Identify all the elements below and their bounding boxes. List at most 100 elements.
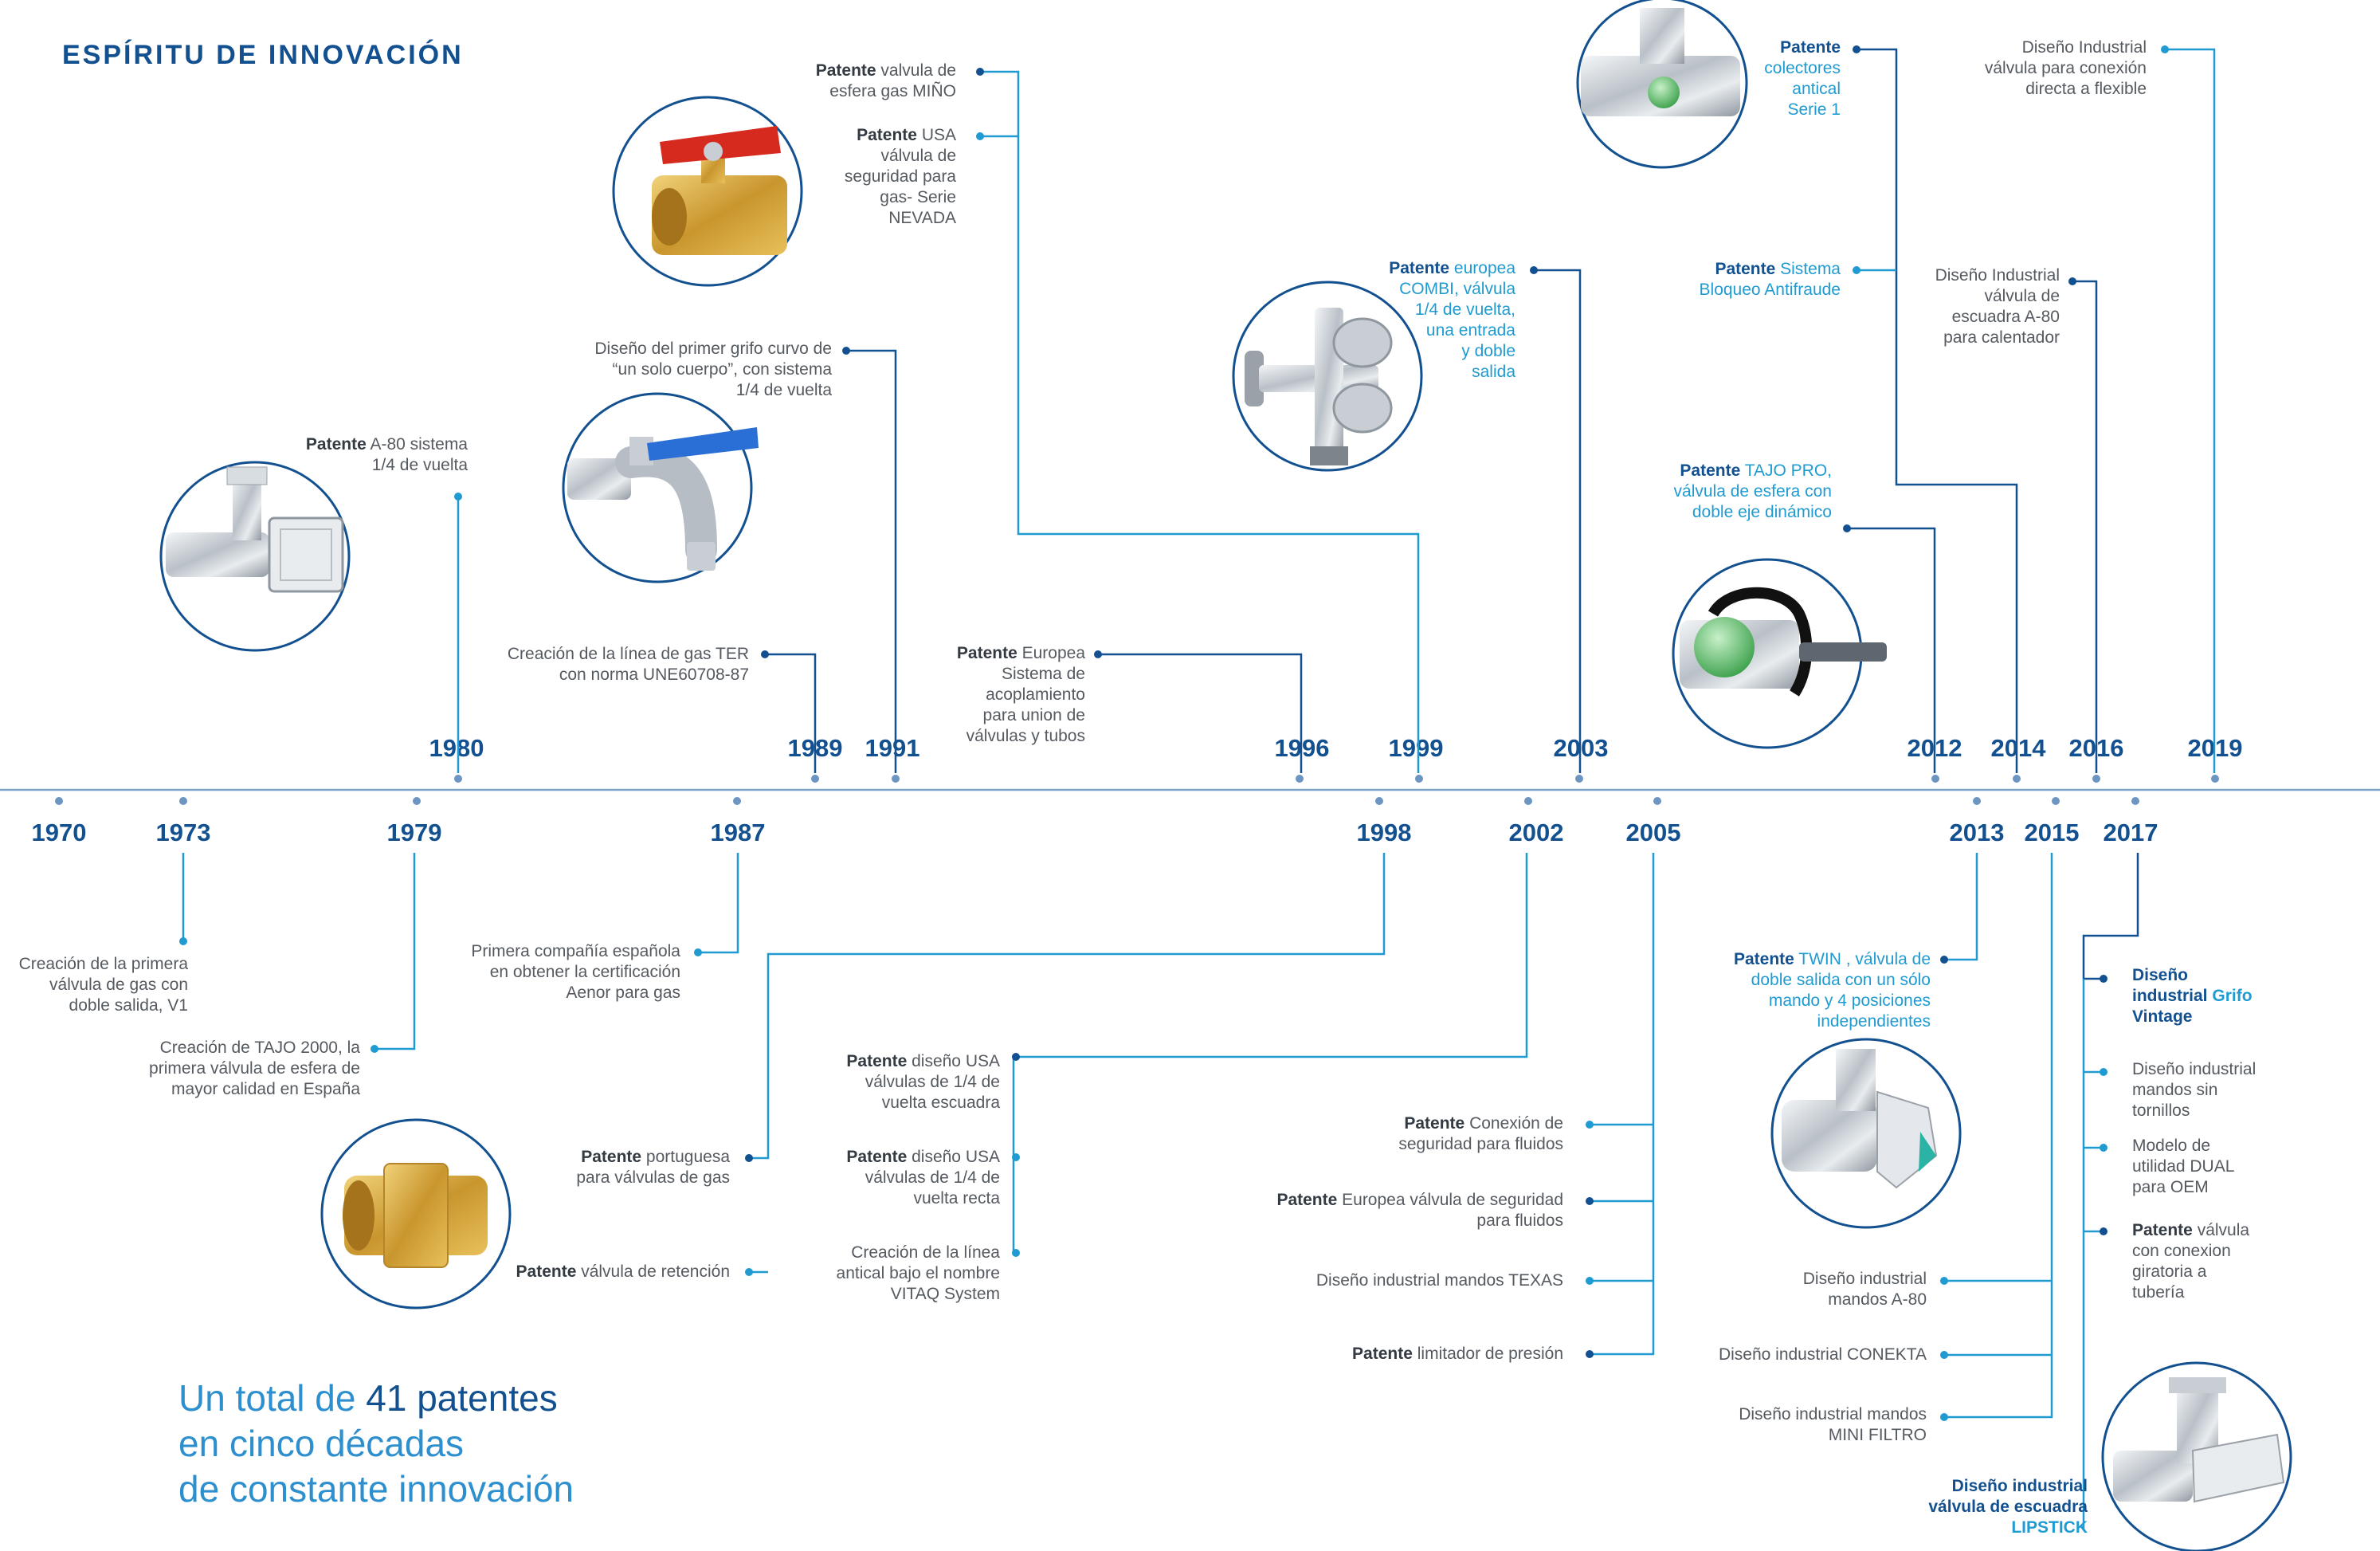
connector-1998 (749, 853, 1386, 1160)
milestone-line: Diseño industrial (1952, 1477, 2088, 1495)
connector-2003 (1534, 269, 1582, 773)
gas-ball-valve-red-lever-icon (612, 96, 803, 287)
dot (1586, 1121, 1594, 1129)
milestone-text: Patente (581, 1148, 641, 1166)
year-label: 2013 (1950, 819, 2005, 846)
milestone-line: válvulas de 1/4 de (865, 1168, 1000, 1187)
milestone-line: esfera gas MIÑO (829, 81, 956, 100)
milestone-text: europea (1449, 259, 1515, 277)
milestone-text: Creación de la primera (19, 955, 189, 973)
milestone-line: Diseño del primer grifo curvo de (594, 340, 832, 358)
dot (1012, 1153, 1020, 1161)
milestone-text: válvula de retención (576, 1262, 730, 1281)
milestone-line: Diseño Industrial (1935, 266, 2060, 285)
milestone-text: válvula de (880, 147, 956, 165)
milestone-line: Patente limitador de presión (1352, 1345, 1563, 1363)
milestone-text: Patente (846, 1148, 907, 1166)
milestone-text: válvulas de 1/4 de (865, 1073, 1000, 1091)
milestone-line: primera válvula de esfera de (149, 1059, 360, 1078)
milestone-line: para calentador (1943, 328, 2060, 347)
summary: Un total de 41 patentes en cinco décadas… (178, 1377, 574, 1510)
milestone-line: mando y 4 posiciones (1769, 991, 1931, 1010)
year-label: 1998 (1357, 819, 1412, 846)
milestone-text: portuguesa (641, 1148, 730, 1166)
milestone-line: para union de (983, 706, 1085, 724)
milestone-text: mando y 4 posiciones (1769, 991, 1931, 1010)
milestone-text: limitador de presión (1413, 1345, 1563, 1363)
milestone-text: Patente (957, 644, 1017, 662)
milestone-text: directa a flexible (2025, 80, 2147, 98)
milestone-text: para OEM (2132, 1178, 2209, 1196)
year-label: 1987 (711, 819, 766, 846)
milestone-text: Diseño industrial mandos (1739, 1405, 1927, 1423)
milestone-line: seguridad para fluidos (1398, 1135, 1563, 1153)
milestone-line: gas- Serie (880, 188, 956, 206)
milestone-line: válvula de (880, 147, 956, 165)
connector-1987 (698, 853, 739, 954)
dot (371, 1045, 378, 1053)
summary-line-2: en cinco décadas (178, 1423, 464, 1464)
milestone-line: Patente valvula de (816, 61, 956, 80)
milestone-line: tubería (2132, 1283, 2185, 1302)
milestone-line: Serie 1 (1787, 100, 1841, 119)
milestone-line: vuelta recta (913, 1189, 1000, 1207)
milestone-text: Diseño industrial CONEKTA (1719, 1345, 1927, 1364)
milestone-line: 1/4 de vuelta (736, 381, 833, 399)
milestone-line: válvula de escuadra (1928, 1498, 2088, 1516)
milestone-text: válvulas y tubos (967, 727, 1085, 745)
dot (179, 937, 187, 945)
connector-2015-b (1944, 1279, 2052, 1357)
milestone-text: COMBI, válvula (1399, 280, 1515, 298)
milestone-text: LIPSTICK (2011, 1518, 2088, 1537)
milestone-text: Diseño industrial (1952, 1477, 2088, 1495)
milestone-text: Patente (857, 126, 917, 144)
milestone-line: Patente TAJO PRO, (1680, 461, 1832, 480)
milestone-text: Patente (1734, 950, 1794, 968)
milestone-text: Creación de la línea de gas TER (508, 645, 749, 663)
milestone-text: para union de (983, 706, 1085, 724)
milestone-text: con norma UNE60708-87 (559, 666, 749, 684)
milestone-line: seguridad para (845, 167, 956, 186)
milestone-line: VITAQ System (891, 1285, 1000, 1303)
tick-2013 (1973, 797, 1981, 805)
milestone-text: Diseño industrial mandos TEXAS (1316, 1271, 1563, 1290)
milestone-line: LIPSTICK (2011, 1518, 2088, 1537)
milestone-text: Sistema de (1002, 665, 1085, 683)
milestone-line: Diseño industrial (1803, 1270, 1927, 1288)
tick-1999 (1415, 775, 1423, 783)
milestone-line: 1/4 de vuelta (372, 456, 469, 474)
milestone-text: Europea válvula de seguridad (1337, 1191, 1563, 1209)
tick-1973 (179, 797, 187, 805)
milestone-line: válvula de (1984, 287, 2060, 305)
tick-2005 (1653, 797, 1661, 805)
milestone-line: válvulas y tubos (967, 727, 1085, 745)
dot (1940, 956, 1948, 964)
years-below: 1970 1973 1979 1987 1998 2002 2005 2013 … (32, 819, 2158, 846)
milestone-text: Patente (1680, 461, 1740, 480)
milestone-text: Patente (306, 435, 367, 454)
year-label: 1979 (387, 819, 442, 846)
milestone-line: Diseño (2132, 966, 2188, 984)
milestone-line: Sistema de (1002, 665, 1085, 683)
milestone-text: Patente (1352, 1345, 1413, 1363)
milestone-text: antical (1792, 80, 1841, 98)
milestone-line: Vintage (2132, 1007, 2192, 1026)
milestone-line: Patente TWIN , válvula de (1734, 950, 1931, 968)
milestone-text: vuelta recta (913, 1189, 1000, 1207)
milestone-text: Diseño (2132, 966, 2188, 984)
dot (1843, 524, 1851, 532)
tick-2016 (2092, 775, 2100, 783)
milestone-line: válvula de esfera con (1674, 482, 1832, 501)
milestone-line: para válvulas de gas (576, 1168, 730, 1187)
milestone-line: una entrada (1426, 321, 1515, 340)
year-label: 2017 (2104, 819, 2158, 846)
milestone-text: colectores (1764, 59, 1841, 77)
